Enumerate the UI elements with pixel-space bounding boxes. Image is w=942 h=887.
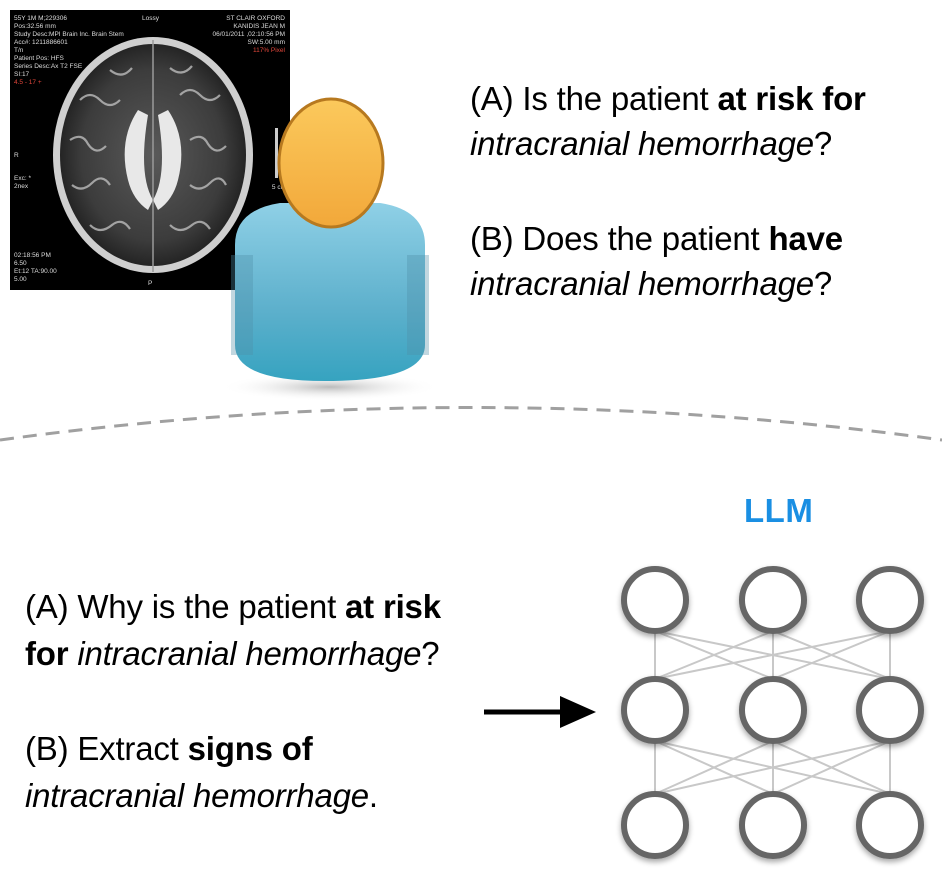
question-b-top-bold: have (768, 220, 843, 257)
question-a-bottom-line2: for intracranial hemorrhage? (25, 631, 440, 676)
mri-footer-left: 02:18:56 PM 6.50 Et:12 TA:90.00 5.00 (14, 252, 57, 283)
network-edge (772, 630, 891, 680)
mri-header-right: ST CLAIR OXFORD KANIDIS JEAN M 06/01/201… (212, 15, 285, 46)
network-node (621, 676, 689, 744)
question-a-bottom-bold2: for (25, 635, 69, 672)
question-b-bottom-italic: intracranial hemorrhage (25, 777, 369, 814)
question-a-top-prefix: (A) Is the patient (470, 80, 718, 117)
mri-side-exc: Exc: * 2nex (14, 175, 31, 190)
question-b-top-italic: intracranial hemorrhage (470, 265, 814, 302)
network-edge (654, 630, 891, 680)
network-node (739, 566, 807, 634)
question-b-bottom-suffix: . (368, 777, 378, 814)
question-b-top-line1: (B) Does the patient have (470, 216, 843, 261)
question-a-top-line2: intracranial hemorrhage? (470, 121, 832, 166)
input-arrow-icon (480, 690, 600, 734)
mri-header-right-red: 117% Pixel (252, 47, 285, 54)
question-b-bottom-bold: signs of (187, 730, 313, 767)
doctor-avatar-icon (210, 95, 450, 410)
question-a-bottom-prefix: (A) Why is the patient (25, 588, 346, 625)
question-a-bottom-bold1: at risk (345, 588, 441, 625)
llm-neural-network (605, 555, 942, 882)
mri-footer-center: P (148, 280, 153, 287)
question-b-bottom-line1: (B) Extract signs of (25, 726, 313, 771)
question-b-bottom-prefix: (B) Extract (25, 730, 188, 767)
question-a-top-bold: at risk for (717, 80, 866, 117)
mri-header-center: Lossy (142, 15, 159, 22)
network-node (856, 791, 924, 859)
network-node (621, 566, 689, 634)
network-edge (654, 740, 774, 795)
network-edge (772, 740, 891, 795)
brain-mri-image (10, 10, 290, 290)
network-node (856, 566, 924, 634)
question-a-bottom-line1: (A) Why is the patient at risk (25, 584, 441, 629)
llm-label: LLM (744, 492, 814, 529)
question-b-bottom-line2: intracranial hemorrhage. (25, 773, 378, 818)
mri-side-r: R (14, 152, 19, 159)
network-node (739, 676, 807, 744)
question-b-top-suffix: ? (813, 265, 833, 302)
question-b-top-line2: intracranial hemorrhage? (470, 261, 832, 306)
network-edge (654, 740, 891, 795)
network-node (856, 676, 924, 744)
question-a-top-suffix: ? (813, 125, 833, 162)
network-node (621, 791, 689, 859)
question-a-bottom-italic: intracranial hemorrhage (77, 635, 422, 672)
question-a-top-italic: intracranial hemorrhage (470, 125, 814, 162)
question-b-top-prefix: (B) Does the patient (470, 220, 769, 257)
mri-header-left-red: 4.5 - 17 + (14, 79, 42, 86)
mri-brain-scan: 55Y 1M M;229306 Pos:32.56 mm Study Desc:… (10, 10, 290, 290)
network-node (739, 791, 807, 859)
question-a-bottom-suffix: ? (421, 635, 440, 672)
mri-header-left: 55Y 1M M;229306 Pos:32.56 mm Study Desc:… (14, 15, 124, 78)
dashed-divider (0, 395, 942, 455)
network-edge (654, 630, 774, 680)
question-a-top-line1: (A) Is the patient at risk for (470, 76, 866, 121)
